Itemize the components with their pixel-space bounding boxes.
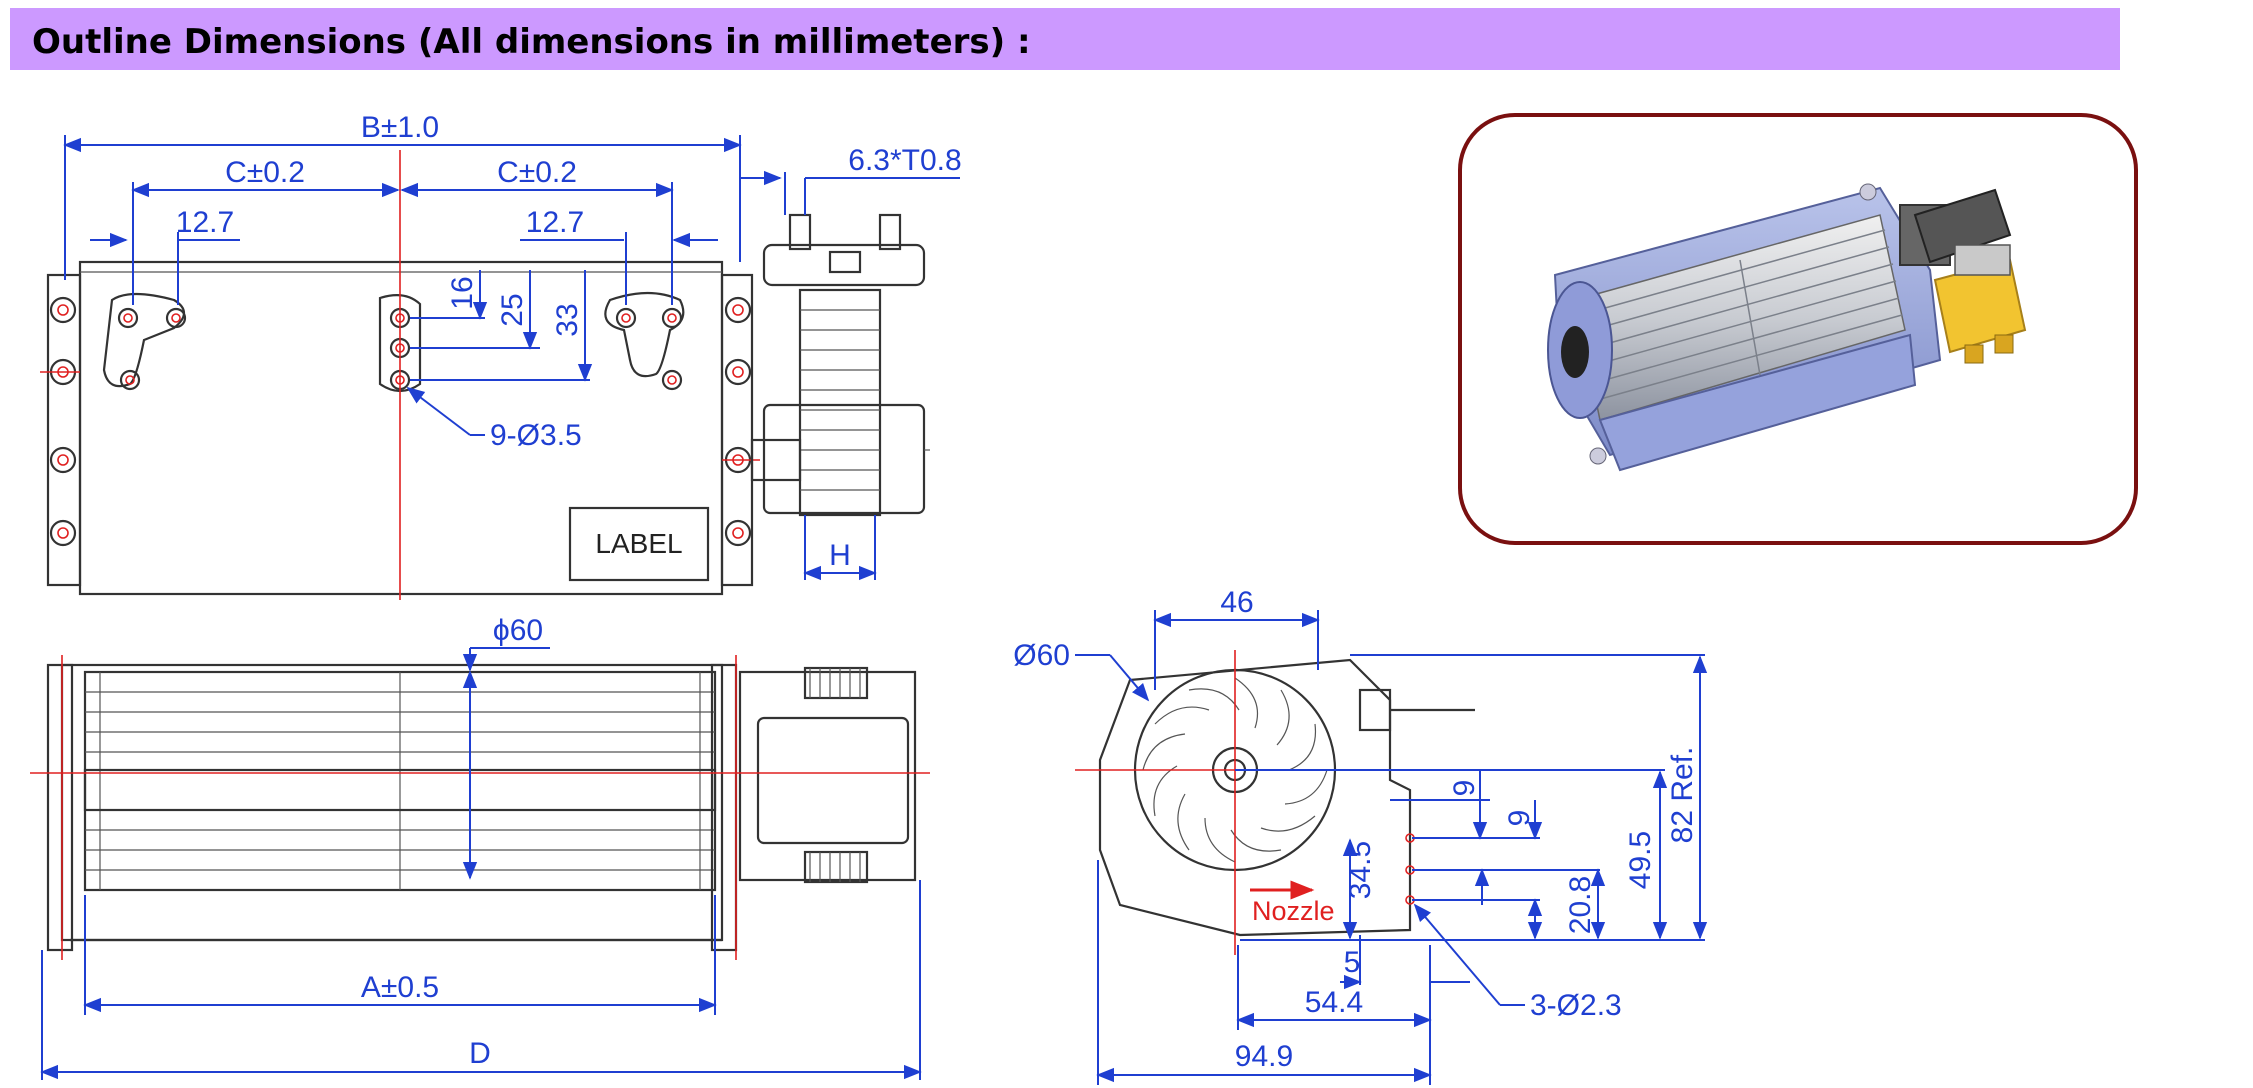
dim-34-5: 34.5 [1344, 841, 1377, 899]
dim-9a: 9 [1448, 780, 1481, 797]
page-title: Outline Dimensions (All dimensions in mi… [32, 22, 1031, 62]
front-housing [60, 663, 724, 942]
dim-12-7-left: 12.7 [176, 206, 234, 239]
dim-h: H [829, 539, 851, 572]
dim-9b: 9 [1503, 810, 1536, 827]
dim-d: D [469, 1037, 491, 1070]
dim-holes-top: 9-Ø3.5 [490, 419, 582, 452]
dim-a: A±0.5 [361, 971, 439, 1004]
dim-94-9: 94.9 [1235, 1040, 1293, 1073]
blower-illustration [1547, 183, 2027, 472]
product-photo [1458, 113, 2138, 545]
header-bar: Outline Dimensions (All dimensions in mi… [10, 8, 2120, 70]
dim-c-right: C±0.2 [497, 156, 577, 189]
dim-20-8: 20.8 [1564, 876, 1597, 934]
dim-terminal: 6.3*T0.8 [848, 144, 961, 177]
dim-12-7-right: 12.7 [526, 206, 584, 239]
dim-16: 16 [446, 276, 479, 309]
dim-33: 33 [551, 303, 584, 336]
dim-46: 46 [1220, 586, 1253, 619]
dim-b: B±1.0 [361, 111, 439, 144]
nozzle-label: Nozzle [1252, 896, 1335, 926]
dim-49-5: 49.5 [1624, 831, 1657, 889]
label-box-text: LABEL [595, 528, 682, 559]
dim-phi60: ϕ60 [493, 614, 543, 647]
side-view: Nozzle 46 Ø60 9 9 20.8 34.5 49.5 82 Ref. [1013, 586, 1708, 1085]
dim-54-4: 54.4 [1305, 986, 1363, 1019]
dim-25: 25 [496, 293, 529, 326]
top-view: LABEL B±1.0 C±0.2 C±0.2 12.7 [40, 111, 962, 600]
dim-c-left: C±0.2 [225, 156, 305, 189]
dim-o60: Ø60 [1013, 639, 1070, 672]
dim-holes-side: 3-Ø2.3 [1530, 989, 1622, 1022]
front-view: ϕ60 A±0.5 D [30, 614, 930, 1080]
dim-82-ref: 82 Ref. [1666, 747, 1699, 844]
dim-5: 5 [1344, 946, 1361, 979]
